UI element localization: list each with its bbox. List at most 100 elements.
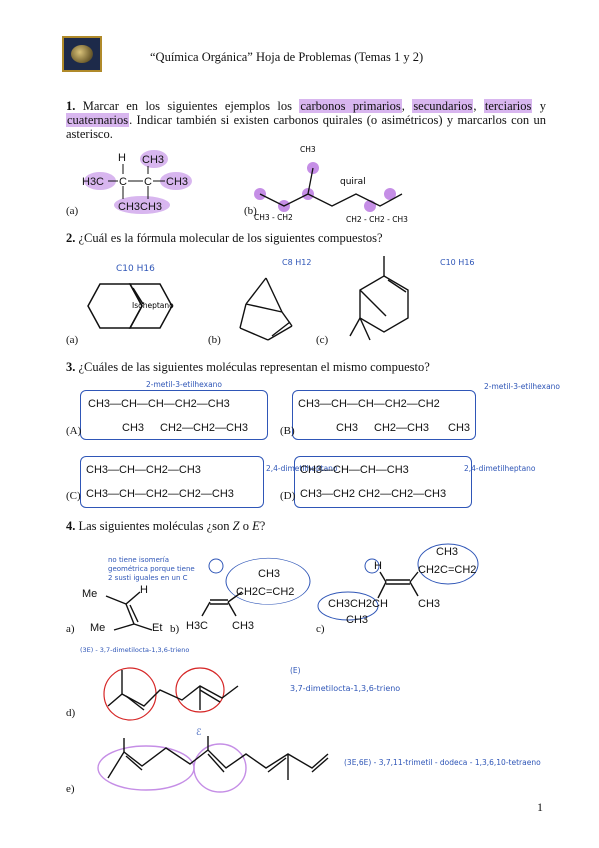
- atom-h: H: [118, 152, 126, 164]
- q1-label-b: (b): [244, 205, 257, 217]
- q3-a-top: CH3—CH—CH—CH2—CH3: [88, 398, 230, 410]
- bond: [379, 571, 387, 583]
- question-1: 1. Marcar en los siguientes ejemplos los…: [66, 99, 546, 141]
- highlight-mark: [384, 188, 396, 200]
- double-bond: [267, 757, 287, 773]
- question-3: 3. ¿Cuáles de las siguientes moléculas r…: [66, 360, 430, 374]
- q3-label-d: (D): [280, 490, 296, 502]
- bond: [125, 591, 141, 605]
- bond: [281, 311, 293, 327]
- q3-d-top: CH3—CH—CH—CH3: [300, 464, 409, 476]
- q3-box-b: [292, 390, 476, 440]
- double-bond: [129, 604, 139, 623]
- q1-text-2: . Indicar también si existen carbonos qu…: [66, 113, 546, 141]
- q4-e-formula: (3E,6E) - 3,7,11-trimetil - dodeca - 1,3…: [344, 758, 541, 767]
- q3-box-a: [80, 390, 268, 440]
- q3-label-a: (A): [66, 425, 82, 437]
- annotation-circle: [193, 743, 247, 793]
- q3-b-top: CH3—CH—CH—CH2—CH2: [298, 398, 440, 410]
- q4-molecule-a: [105, 591, 153, 631]
- q3-note-b: 2-metil-3-etilhexano: [484, 382, 561, 391]
- university-logo: [62, 36, 102, 72]
- carbon-chain: [259, 193, 403, 207]
- note-quiral: quiral: [340, 177, 366, 187]
- q4-d-tag: (E): [290, 666, 301, 675]
- q4-e-tag: ℰ: [196, 728, 202, 738]
- atom-c2: C: [144, 176, 152, 188]
- note-left: CH3 - CH2: [254, 213, 293, 222]
- question-2: 2. ¿Cuál es la fórmula molecular de los …: [66, 231, 383, 245]
- annotation-circle: [364, 558, 380, 574]
- question-3-number: 3.: [66, 360, 76, 374]
- question-4-number: 4.: [66, 519, 76, 533]
- carbon-chain: [107, 747, 329, 779]
- q4-z: Z: [232, 519, 240, 533]
- bond: [105, 595, 127, 605]
- q3-label-b: (B): [280, 425, 295, 437]
- annotation-circle: [175, 667, 225, 713]
- q3-label-c: (C): [66, 490, 81, 502]
- q4-a-me-bot: Me: [90, 622, 106, 634]
- q4-a-et: Et: [152, 622, 163, 634]
- q3-a-b2: CH2—CH2—CH3: [160, 422, 249, 434]
- q4-e: E: [252, 519, 260, 533]
- q4-b-chain: CH2C=CH2: [236, 586, 295, 598]
- bond: [107, 670, 123, 707]
- double-bond: [271, 321, 291, 337]
- bond: [349, 317, 361, 337]
- q4-d-top-note: (3E) - 3,7-dimetilocta-1,3,6-trieno: [80, 646, 190, 654]
- sep: ,: [473, 99, 484, 113]
- annotation-circle: [103, 667, 157, 721]
- q2-label-a: (a): [66, 334, 79, 346]
- highlight-primarios: carbonos primarios: [299, 99, 402, 113]
- q3-b-b3: CH3: [448, 422, 471, 434]
- q4-label-a: a): [66, 623, 75, 635]
- bond: [113, 623, 135, 631]
- q4-b-ch3b: CH3: [232, 620, 255, 632]
- q3-b-b1: CH3: [336, 422, 359, 434]
- bond: [409, 581, 419, 597]
- q4-c-ch3: CH3: [436, 546, 459, 558]
- atom-bottom: CH3CH3: [118, 201, 162, 213]
- double-bond: [125, 603, 135, 625]
- highlight-mark: [84, 172, 116, 190]
- q4-molecule-e: [97, 736, 329, 793]
- q4-c-left: CH3CH2CH: [328, 598, 388, 610]
- q4-c-ch3b: CH3: [418, 598, 441, 610]
- q4-a-me-top: Me: [82, 588, 98, 600]
- sep: ,: [401, 99, 413, 113]
- q1-label-a: (a): [66, 205, 79, 217]
- atom-h3c: H3C: [82, 176, 104, 188]
- atom-ch3-top: CH3: [142, 154, 164, 166]
- q4-mid: o: [239, 519, 253, 533]
- annotation-circle: [97, 745, 195, 791]
- page-title: “Química Orgánica” Hoja de Problemas (Te…: [150, 50, 424, 64]
- highlight-mark: [140, 150, 168, 168]
- ring: [359, 275, 409, 333]
- highlight-cuaternarios: cuaternarios: [66, 113, 130, 127]
- double-bond: [199, 689, 221, 703]
- q4-label-d: d): [66, 707, 76, 719]
- logo-emblem-icon: [71, 45, 93, 63]
- q4-b-ch3: CH3: [258, 568, 281, 580]
- bond: [239, 327, 269, 341]
- q3-c-bot: CH3—CH—CH2—CH2—CH3: [86, 488, 234, 500]
- q3-note-c: 2,4-dimetilheptano: [266, 464, 338, 473]
- bond: [201, 601, 211, 617]
- q4-molecule-b: [201, 557, 311, 617]
- note-right: CH2 - CH2 - CH3: [346, 215, 408, 224]
- q4-molecule-c: [317, 543, 479, 621]
- highlight-secundarios: secundarios: [412, 99, 474, 113]
- highlight-mark: [114, 196, 170, 214]
- note-ch3: CH3: [300, 145, 316, 154]
- q2-label-c: (c): [316, 334, 329, 346]
- bond: [265, 277, 283, 313]
- q2-molecule-b: [239, 277, 293, 341]
- q2-label-b: (b): [208, 334, 221, 346]
- double-bond: [207, 753, 225, 773]
- question-2-number: 2.: [66, 231, 76, 245]
- annotation-circle: [317, 591, 379, 621]
- double-bond: [132, 287, 144, 305]
- annotation-circle: [208, 558, 224, 574]
- bond: [245, 277, 267, 305]
